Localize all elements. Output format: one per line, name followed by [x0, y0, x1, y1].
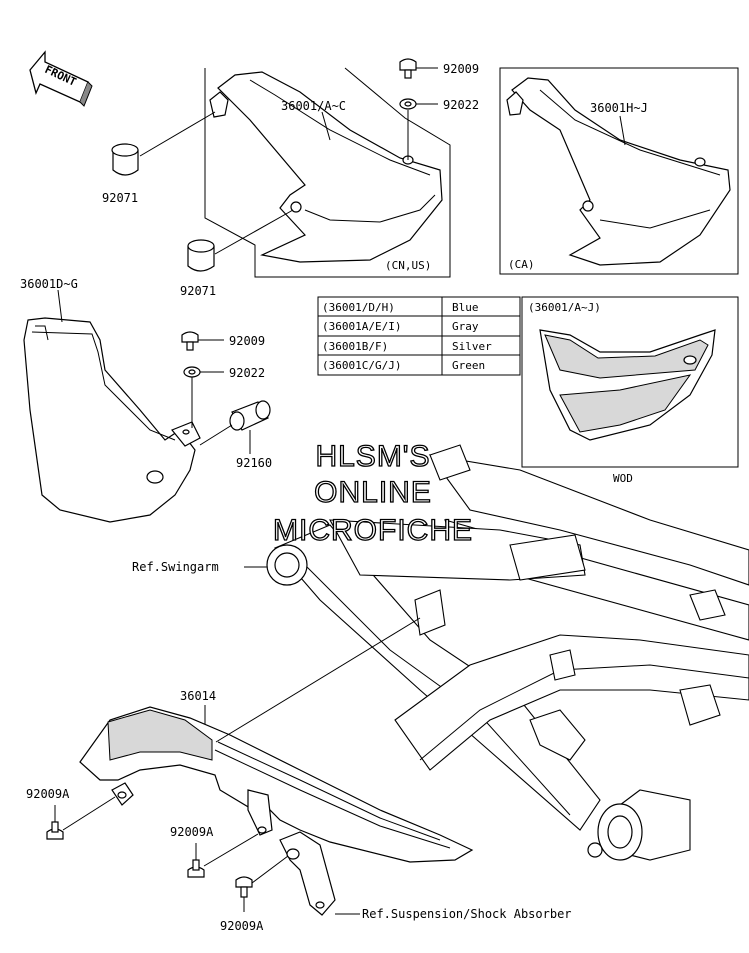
chain-cover-36014: [79, 705, 474, 916]
color-name-3: Silver: [452, 340, 492, 353]
callout-92022-mid: 92022: [229, 366, 265, 380]
callout-ref-swingarm: Ref.Swingarm: [132, 560, 219, 574]
color-code-3: (36001B/F): [322, 340, 388, 353]
color-code-4: (36001C/G/J): [322, 359, 401, 372]
ca-cover-group: (CA): [499, 67, 739, 275]
color-name-2: Gray: [452, 320, 479, 333]
bolt-92009A-mid: [187, 833, 259, 878]
watermark-line-3: MICROFICHE: [273, 514, 473, 547]
callout-36001H-J: 36001H~J: [590, 101, 648, 115]
washer-92022-mid: [183, 366, 224, 428]
swingarm-drawing: [266, 444, 749, 861]
callout-92160: 92160: [236, 456, 272, 470]
bolt-92009A-left: [46, 796, 116, 840]
color-code-1: (36001/D/H): [322, 301, 395, 314]
watermark-line-2: ONLINE: [314, 476, 432, 509]
callout-92009A-bottom: 92009A: [220, 919, 264, 933]
callout-92009A-mid: 92009A: [170, 825, 214, 839]
grommet-92071-upper: [111, 111, 216, 176]
box-label-ca: (CA): [508, 258, 535, 271]
wod-label: WOD: [613, 472, 633, 485]
left-cover-36001D-G: [23, 317, 201, 523]
callout-92022-top: 92022: [443, 98, 479, 112]
watermark-line-1: HLSM'S: [315, 440, 430, 473]
watermark: HLSM'S ONLINE MICROFICHE: [272, 439, 473, 547]
color-name-4: Green: [452, 359, 485, 372]
callout-36001D-G: 36001D~G: [20, 277, 78, 291]
wod-header: (36001/A~J): [528, 301, 601, 314]
washer-92022-top: [399, 98, 438, 160]
callout-92071-upper: 92071: [102, 191, 138, 205]
bolt-92009-top: [399, 58, 438, 79]
color-name-1: Blue: [452, 301, 479, 314]
callout-36001-A-C: 36001/A~C: [281, 99, 346, 113]
callout-labels: 92009 92022 36001/A~C 36001H~J 92071 920…: [20, 62, 648, 933]
front-arrow-icon: FRONT: [29, 50, 93, 107]
bolt-92009A-bottom: [235, 855, 289, 912]
leader-lines: [57, 111, 626, 915]
callout-92009-mid: 92009: [229, 334, 265, 348]
callout-ref-suspension: Ref.Suspension/Shock Absorber: [362, 907, 572, 921]
callout-92071-lower: 92071: [180, 284, 216, 298]
collar-92160: [199, 400, 271, 454]
wod-decal-group: (36001/A~J) WOD: [521, 296, 739, 485]
color-table: (36001/D/H) Blue (36001A/E/I) Gray (3600…: [317, 296, 521, 376]
callout-92009-top: 92009: [443, 62, 479, 76]
color-code-2: (36001A/E/I): [322, 320, 401, 333]
callout-92009A-left: 92009A: [26, 787, 70, 801]
box-label-cn-us: (CN,US): [385, 259, 431, 272]
callout-36014: 36014: [180, 689, 216, 703]
bolt-92009-mid: [181, 331, 224, 351]
grommet-92071-lower: [187, 209, 294, 272]
cn-us-cover-group: (CN,US): [204, 67, 451, 278]
